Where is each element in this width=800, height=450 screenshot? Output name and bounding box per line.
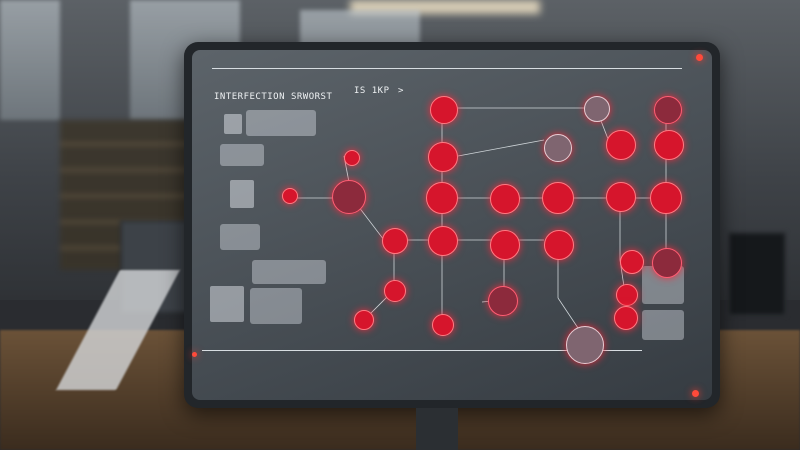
flow-node [488, 286, 518, 316]
chart-icon [230, 180, 254, 208]
flow-node [614, 306, 638, 330]
screen-subtitle: IS 1KP [354, 86, 390, 96]
info-card-2 [220, 144, 264, 166]
window-left [0, 0, 60, 120]
flow-node [490, 230, 520, 260]
flow-node [654, 130, 684, 160]
flow-node [382, 228, 408, 254]
flow-node [384, 280, 406, 302]
flow-node [606, 130, 636, 160]
document-icon [224, 114, 242, 134]
flow-node [426, 182, 458, 214]
info-card-7 [642, 310, 684, 340]
flow-node [566, 326, 604, 364]
flow-node [428, 142, 458, 172]
bottom-arrow-line [202, 350, 642, 351]
screen-title: INTERFECTION SRWORST [214, 92, 333, 102]
flow-node [542, 182, 574, 214]
info-card-1 [246, 110, 316, 136]
flow-node [544, 134, 572, 162]
flow-node [584, 96, 610, 122]
flow-node [544, 230, 574, 260]
flow-node [432, 314, 454, 336]
document-icon [210, 286, 244, 322]
flow-node [654, 96, 682, 124]
flow-node [354, 310, 374, 330]
chevron-right-icon: > [398, 86, 404, 96]
flow-node [606, 182, 636, 212]
info-card-5 [250, 288, 302, 324]
indicator-light-bottom-right [692, 390, 699, 397]
flow-node [490, 184, 520, 214]
flow-node [620, 250, 644, 274]
flow-node [616, 284, 638, 306]
flow-node [652, 248, 682, 278]
indicator-light-bottom-left [192, 352, 197, 357]
top-arrow-line [212, 68, 682, 69]
flowchart-screen: INTERFECTION SRWORST IS 1KP > [192, 50, 712, 400]
background-monitor-right [728, 232, 786, 316]
flow-node [650, 182, 682, 214]
info-card-4 [252, 260, 326, 284]
flow-node [344, 150, 360, 166]
flow-node [282, 188, 298, 204]
indicator-light-top-right [696, 54, 703, 61]
flow-node [428, 226, 458, 256]
monitor-stand [416, 408, 458, 450]
flow-node [430, 96, 458, 124]
info-card-3 [220, 224, 260, 250]
flow-node [332, 180, 366, 214]
